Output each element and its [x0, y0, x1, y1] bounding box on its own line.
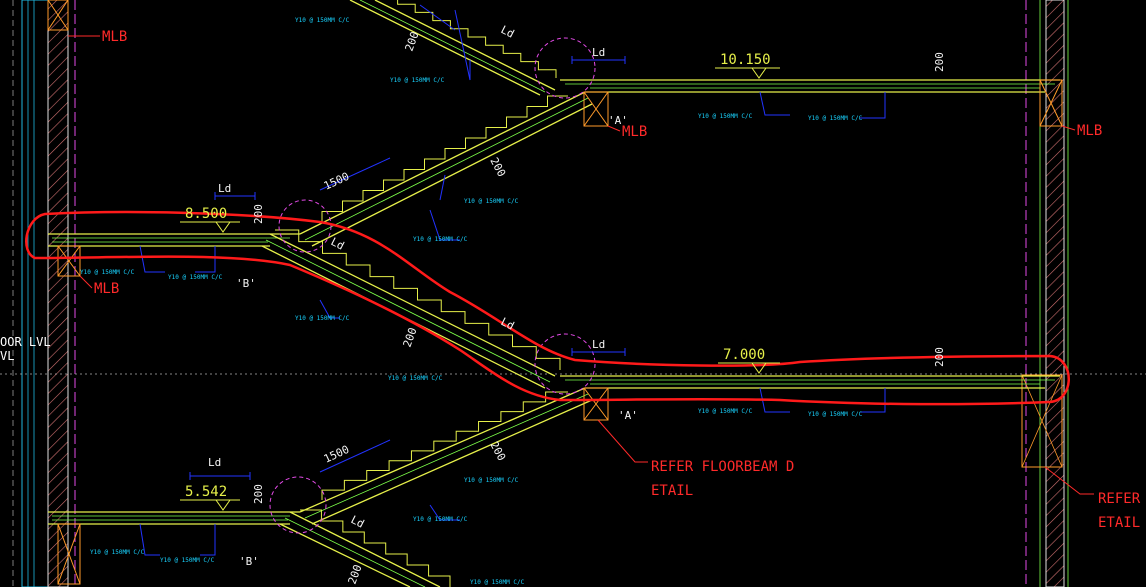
svg-text:Y10 @ 150MM C/C: Y10 @ 150MM C/C: [808, 115, 863, 122]
label-mlb-right: MLB: [1077, 123, 1102, 139]
level-marker-5542: 5.542: [180, 484, 240, 511]
section-a-1: 'A': [608, 114, 628, 127]
svg-text:Y10 @ 150MM C/C: Y10 @ 150MM C/C: [413, 236, 468, 243]
level-marker-8500: 8.500: [180, 206, 240, 233]
ld-label-8: Ld: [349, 513, 367, 531]
step-profile: [397, 0, 557, 78]
right-wall: [1021, 0, 1069, 587]
dim-200-e: 200: [401, 326, 420, 349]
step-profile: [275, 229, 561, 370]
svg-text:Y10 @ 150MM C/C: Y10 @ 150MM C/C: [413, 516, 468, 523]
svg-text:Y10 @ 150MM C/C: Y10 @ 150MM C/C: [464, 477, 519, 484]
svg-text:Y10 @ 150MM C/C: Y10 @ 150MM C/C: [698, 113, 753, 120]
rebar-annotations: Y10 @ 150MM C/C Y10 @ 150MM C/C Y10 @ 15…: [80, 17, 863, 586]
svg-text:Y10 @ 150MM C/C: Y10 @ 150MM C/C: [808, 411, 863, 418]
ld-label-6: Ld: [329, 235, 347, 253]
svg-text:Y10 @ 150MM C/C: Y10 @ 150MM C/C: [295, 315, 350, 322]
svg-text:Y10 @ 150MM C/C: Y10 @ 150MM C/C: [390, 77, 445, 84]
svg-text:Y10 @ 150MM C/C: Y10 @ 150MM C/C: [295, 17, 350, 24]
label-mlb-left: MLB: [94, 281, 119, 297]
dim-200-g: 200: [252, 484, 265, 504]
label-mlb-mid: MLB: [622, 124, 647, 140]
svg-text:Y10 @ 150MM C/C: Y10 @ 150MM C/C: [160, 557, 215, 564]
label-refer-right-line2: ETAIL: [1098, 515, 1140, 531]
detail-circles: [269, 37, 596, 534]
svg-text:Y10 @ 150MM C/C: Y10 @ 150MM C/C: [80, 269, 135, 276]
dimension-lines: [139, 4, 886, 556]
landing-slabs: [48, 79, 1060, 525]
dim-200-b: 200: [933, 52, 946, 72]
dim-200-a: 200: [403, 30, 422, 53]
step-profile: [321, 391, 568, 500]
label-mlb-top: MLB: [102, 29, 127, 45]
label-refer-floorbeam-line1: REFER FLOORBEAM D: [651, 459, 794, 475]
dim-1500-a: 1500: [322, 170, 352, 193]
dim-200-d: 200: [487, 155, 508, 179]
section-b-2: 'B': [239, 555, 259, 568]
svg-text:Y10 @ 150MM C/C: Y10 @ 150MM C/C: [464, 198, 519, 205]
ld-label-5: Ld: [499, 23, 517, 41]
step-profile: [300, 509, 451, 587]
level-text-7000: 7.000: [723, 347, 765, 363]
dim-200-i: 200: [346, 563, 365, 586]
ld-label-4: Ld: [208, 456, 221, 469]
label-floor-level-2: VL: [0, 349, 14, 363]
dim-200-f: 200: [933, 347, 946, 367]
svg-text:Y10 @ 150MM C/C: Y10 @ 150MM C/C: [388, 375, 443, 382]
level-text-8500: 8.500: [185, 206, 227, 222]
stair-steps: [275, 0, 568, 587]
svg-text:Y10 @ 150MM C/C: Y10 @ 150MM C/C: [90, 549, 145, 556]
svg-text:Y10 @ 150MM C/C: Y10 @ 150MM C/C: [698, 408, 753, 415]
stair-flights: [261, 0, 593, 587]
section-b-1: 'B': [236, 277, 256, 290]
red-markup-outline: [25, 210, 1070, 406]
svg-text:Y10 @ 150MM C/C: Y10 @ 150MM C/C: [470, 579, 525, 586]
label-refer-right-line1: REFER: [1098, 491, 1141, 507]
level-text-10150: 10.150: [720, 52, 771, 68]
landing-beams: [47, 0, 1063, 585]
ld-label-7: Ld: [499, 315, 517, 333]
dim-1500-b: 1500: [322, 443, 352, 466]
ld-label-3: Ld: [592, 338, 605, 351]
ld-label-2: Ld: [218, 182, 231, 195]
left-wall: [12, 0, 76, 587]
label-floor-level: OOR LVL: [0, 335, 51, 349]
dim-200-c: 200: [252, 204, 265, 224]
dim-200-h: 200: [487, 439, 508, 463]
label-refer-floorbeam-line2: ETAIL: [651, 483, 693, 499]
section-a-2: 'A': [618, 409, 638, 422]
step-profile: [321, 95, 568, 222]
landing-rebar: [52, 83, 1055, 521]
svg-text:Y10 @ 150MM C/C: Y10 @ 150MM C/C: [168, 274, 223, 281]
ld-label-1: Ld: [592, 46, 605, 59]
level-marker-10150: 10.150: [715, 52, 780, 79]
level-text-5542: 5.542: [185, 484, 227, 500]
level-marker-7000: 7.000: [718, 347, 780, 374]
